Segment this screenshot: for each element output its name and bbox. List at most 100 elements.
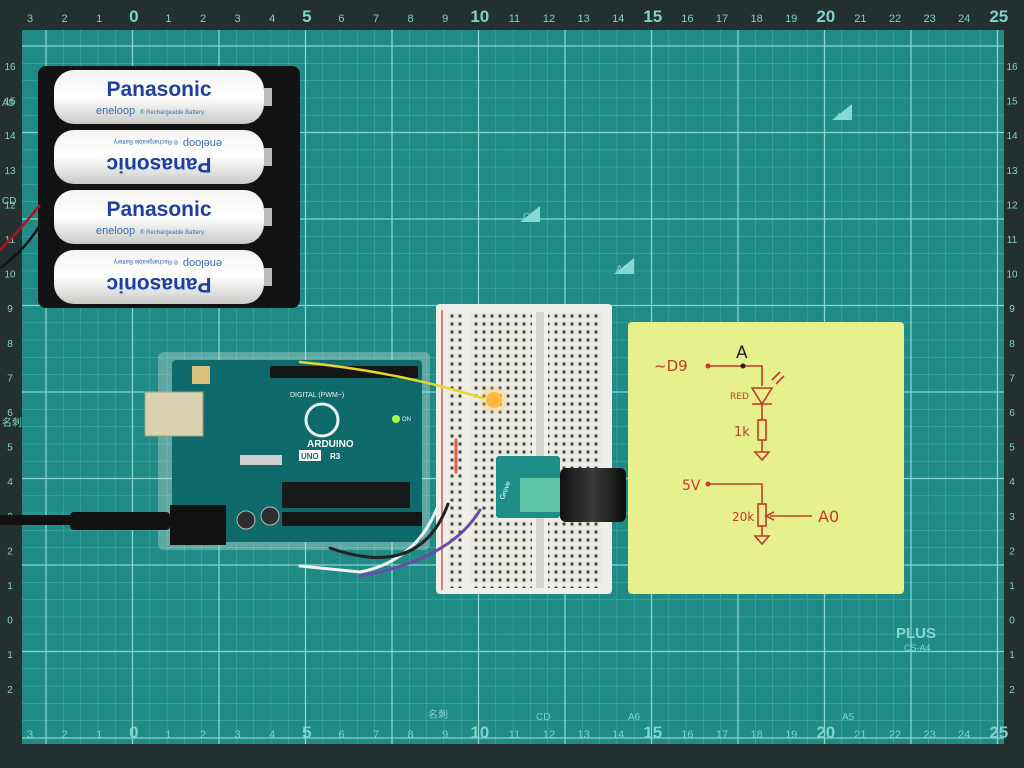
ruler-number: 14 xyxy=(4,131,16,142)
cell-sub: ® Rechargeable Battery xyxy=(140,109,204,116)
ruler-number: 9 xyxy=(7,304,13,315)
ruler-number: 11 xyxy=(509,729,520,741)
cell-body xyxy=(54,250,264,304)
ruler-number: 18 xyxy=(750,13,762,25)
ruler-number: 2 xyxy=(1009,546,1015,557)
ruler-number: 1 xyxy=(165,729,171,741)
battery-cell: Panasonic eneloop ® Rechargeable Battery xyxy=(54,70,272,124)
cell-line: eneloop xyxy=(96,225,135,237)
label-d9: ~D9 xyxy=(654,357,688,375)
ruler-number: 23 xyxy=(923,13,935,25)
mat-brand: PLUS xyxy=(896,625,936,642)
ruler-number: 2 xyxy=(7,685,13,696)
cell-line: eneloop xyxy=(96,105,135,117)
node-d9 xyxy=(705,363,711,369)
board-rev: R3 xyxy=(330,452,341,461)
ruler-number: 13 xyxy=(1006,166,1018,177)
cell-terminal xyxy=(264,208,272,226)
board-model: UNO xyxy=(301,452,319,461)
cell-line: eneloop xyxy=(183,137,222,149)
ruler-number: 10 xyxy=(470,7,489,26)
ruler-number: 4 xyxy=(7,477,13,488)
ruler-number: 19 xyxy=(785,13,797,25)
ruler-number: 2 xyxy=(7,546,13,557)
cell-terminal xyxy=(264,88,272,106)
ruler-number: 23 xyxy=(923,729,935,741)
ruler-number: 0 xyxy=(7,616,13,627)
bb-area-left xyxy=(470,312,532,588)
node-5v xyxy=(705,481,711,487)
ruler-number: 10 xyxy=(4,270,16,281)
triangle-a6-icon xyxy=(614,258,634,274)
ruler-number: 16 xyxy=(4,62,16,73)
ruler-number: 15 xyxy=(643,723,662,742)
node-a xyxy=(740,363,746,369)
ruler-number: 3 xyxy=(1009,512,1015,523)
ruler-number: 20 xyxy=(816,723,835,742)
ruler-number: 16 xyxy=(1006,62,1018,73)
ruler-number: 7 xyxy=(7,373,13,384)
ruler-number: 15 xyxy=(4,97,16,108)
mark-cd-left: CD xyxy=(2,196,16,207)
battery-red-wire xyxy=(0,204,41,251)
yellow-wire xyxy=(298,360,484,400)
crystal xyxy=(240,455,282,465)
ruler-number: 8 xyxy=(1009,339,1015,350)
ruler-number: 13 xyxy=(4,166,16,177)
ruler-number: 3 xyxy=(235,729,241,741)
pot-knob xyxy=(560,468,626,522)
ruler-number: 5 xyxy=(302,7,311,26)
ruler-number: 15 xyxy=(1006,97,1018,108)
capacitor-1 xyxy=(236,510,256,530)
red-led xyxy=(486,392,502,408)
cell-brand: Panasonic xyxy=(106,78,211,101)
pot-body xyxy=(520,478,562,512)
triangle-a5-icon xyxy=(832,104,852,120)
ruler-number: 25 xyxy=(989,7,1008,26)
ruler-number: 11 xyxy=(1007,235,1018,246)
cell-body xyxy=(54,70,264,124)
ruler-number: 1 xyxy=(1009,581,1015,592)
ruler-number: 0 xyxy=(129,7,138,26)
ruler-number: 6 xyxy=(338,729,344,741)
label-20k: 20k xyxy=(732,510,754,524)
ruler-number: 2 xyxy=(200,729,206,741)
ruler-number: 1 xyxy=(96,13,102,25)
ruler-number: 3 xyxy=(235,13,241,25)
label-a0: A0 xyxy=(818,507,839,526)
ruler-number: 1 xyxy=(7,650,13,661)
ruler-number: 12 xyxy=(543,729,555,741)
usb-port xyxy=(144,391,204,437)
ruler-number: 24 xyxy=(958,13,970,25)
ruler-number: 8 xyxy=(7,339,13,350)
ruler-number: 24 xyxy=(958,729,970,741)
mark-cd-bottom: CD xyxy=(536,712,550,723)
ruler-number: 2 xyxy=(62,729,68,741)
ruler-number: 2 xyxy=(200,13,206,25)
mark-a5-bottom: A5 xyxy=(842,712,855,723)
led-glow xyxy=(480,386,508,414)
ruler-number: 14 xyxy=(1006,131,1018,142)
triangle-cd-icon xyxy=(520,206,540,222)
ruler-number: 16 xyxy=(681,13,693,25)
ruler-number: 12 xyxy=(543,13,555,25)
digital-header xyxy=(270,366,418,378)
ruler-number: 10 xyxy=(1006,270,1018,281)
mark-a5-left: A5 xyxy=(2,98,15,109)
ruler-number: 9 xyxy=(442,13,448,25)
ruler-number: 2 xyxy=(62,13,68,25)
ruler-number: 3 xyxy=(27,729,33,741)
cell-body xyxy=(54,190,264,244)
analog-header xyxy=(282,512,422,526)
ruler-number: 9 xyxy=(1009,304,1015,315)
ruler-number: 1 xyxy=(7,581,13,592)
ruler-number: 8 xyxy=(408,729,414,741)
ruler-number: 6 xyxy=(338,13,344,25)
ruler-number: 5 xyxy=(302,723,311,742)
ruler-number: 11 xyxy=(509,13,520,25)
